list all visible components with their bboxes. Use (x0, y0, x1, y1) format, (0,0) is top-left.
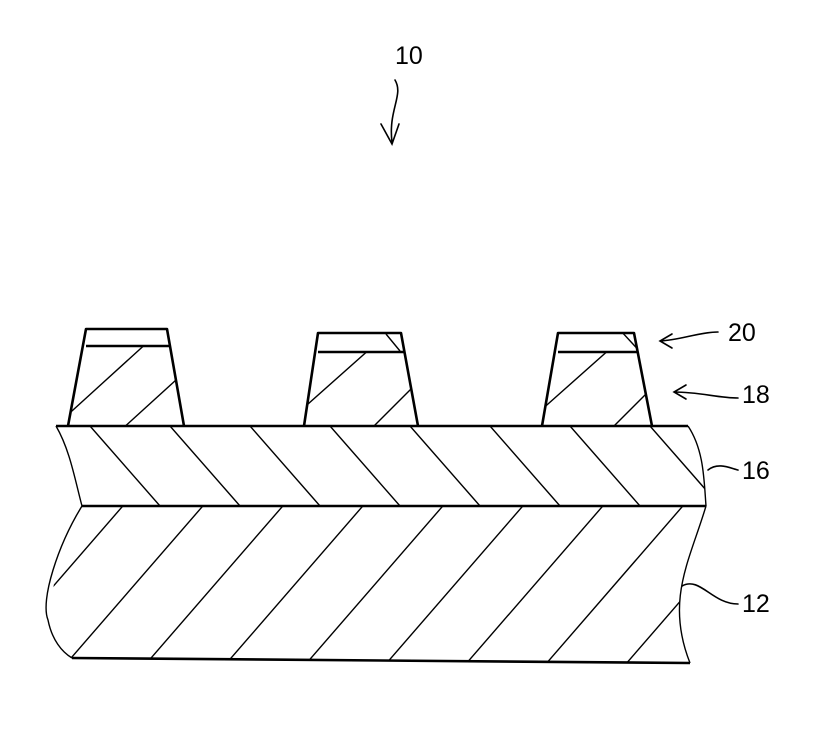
device-label: 10 (395, 42, 423, 70)
film-label: 16 (742, 457, 770, 485)
substrate-leader (682, 584, 738, 604)
device-arrow (391, 80, 397, 142)
pattern-block-1 (40, 329, 220, 440)
substrate-layer (0, 440, 819, 740)
cap-layer-label: 20 (728, 319, 756, 347)
pattern-block-2 (290, 333, 460, 440)
substrate-label: 12 (742, 590, 770, 618)
film-leader (708, 466, 738, 470)
device-arrowhead (381, 124, 399, 144)
pattern-block-3 (530, 330, 700, 440)
pattern-label: 18 (742, 381, 770, 409)
film-layer (56, 426, 720, 506)
cap-layer-arrow (660, 332, 718, 348)
pattern-arrow (674, 385, 738, 399)
